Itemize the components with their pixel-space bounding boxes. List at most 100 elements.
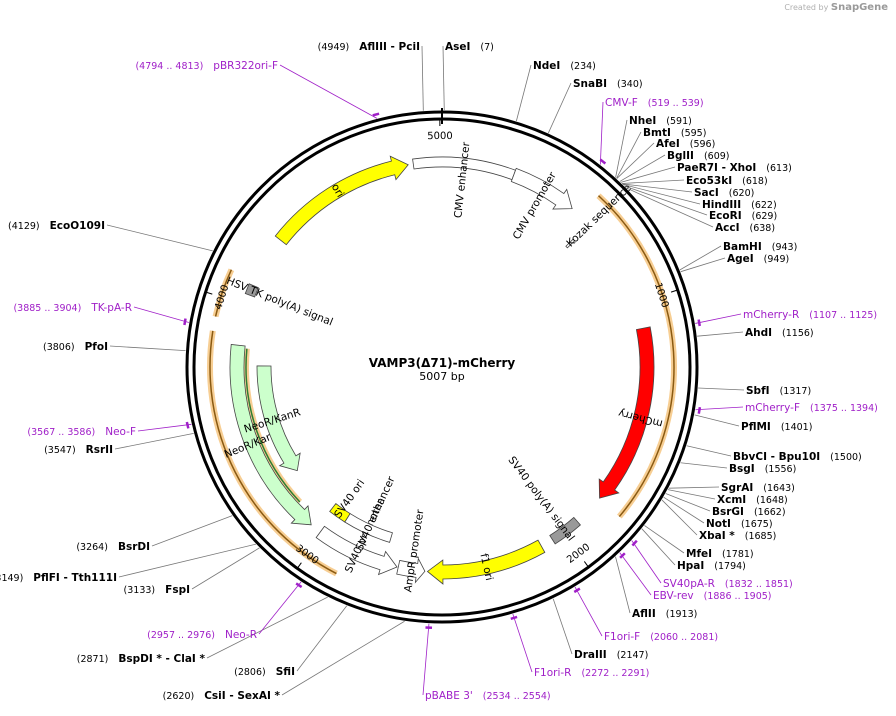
enzyme-label-afliii[interactable]: (4949)AflIII - PciI: [318, 41, 420, 53]
enzyme-label-pflfi[interactable]: (3149)PflFI - Tth111I: [0, 572, 117, 584]
primer-label-pbr322ori-f[interactable]: (4794 .. 4813)pBR322ori-F: [135, 60, 278, 72]
enzyme-label-hindiii[interactable]: HindIII(622): [702, 199, 777, 211]
primer-label-pbabe-3[interactable]: pBABE 3'(2534 .. 2554): [425, 690, 551, 702]
feature-sv40-poly-a-signal[interactable]: SV40 poly(A) signal: [506, 454, 581, 545]
feature-shape[interactable]: [274, 155, 409, 246]
enzyme-label-draiii[interactable]: DraIII(2147): [574, 649, 648, 661]
enzyme-label-saci[interactable]: SacI(620): [694, 187, 754, 199]
feature-shape[interactable]: [256, 365, 301, 472]
orf-band: [596, 193, 677, 519]
enzyme-label-bspdi[interactable]: (2871)BspDI * - ClaI *: [77, 653, 206, 665]
primer-label-neo-f[interactable]: (3567 .. 3586)Neo-F: [27, 426, 136, 438]
enzyme-label-xbai[interactable]: XbaI *(1685): [699, 530, 776, 542]
enzyme-label-sbfi[interactable]: SbfI(1317): [746, 385, 811, 397]
primer-site-mark: [697, 406, 702, 414]
feature-sv40-ori[interactable]: SV40 ori: [329, 477, 368, 523]
enzyme-label-hpai[interactable]: HpaI(1794): [677, 560, 746, 572]
primer-label-sv40pa-r[interactable]: SV40pA-R(1832 .. 1851): [663, 578, 793, 590]
feature-hsv-tk-poly-a-signal[interactable]: HSV TK poly(A) signal: [225, 275, 335, 329]
enzyme-label-bbvci[interactable]: BbvCI - Bpu10I(1500): [733, 451, 862, 463]
enzyme-leader-line: [296, 605, 348, 672]
orf-line: [597, 195, 675, 518]
enzyme-label-bsgi[interactable]: BsgI(1556): [729, 463, 796, 475]
enzyme-label-ecori[interactable]: EcoRI(629): [709, 210, 777, 222]
enzyme-label-ecoo109i[interactable]: (4129)EcoO109I: [8, 220, 105, 232]
enzyme-leader-line: [686, 445, 732, 457]
feature-shape[interactable]: [426, 539, 546, 585]
primer-label-ebv-rev[interactable]: EBV-rev(1886 .. 1905): [653, 590, 772, 602]
primer-label-mcherry-r[interactable]: mCherry-R(1107 .. 1125): [743, 309, 877, 321]
enzyme-position: (638): [749, 223, 775, 234]
enzyme-label-ahdi[interactable]: AhdI(1156): [745, 327, 814, 339]
primer-name: pBR322ori-F: [213, 60, 278, 72]
enzyme-label-nhei[interactable]: NheI(591): [629, 115, 692, 127]
enzyme-label-paer7i[interactable]: PaeR7I - XhoI(613): [677, 162, 792, 174]
enzyme-label-mfei[interactable]: MfeI(1781): [686, 548, 754, 560]
enzyme-leader-line: [622, 184, 701, 205]
feature-cmv-promoter[interactable]: CMV promoter: [510, 167, 573, 242]
enzyme-label-sgrai[interactable]: SgrAI(1643): [721, 482, 795, 494]
feature-shape[interactable]: [510, 167, 573, 210]
enzyme-label-pfoi[interactable]: (3806)PfoI: [43, 341, 108, 353]
enzyme-label-bmti[interactable]: BmtI(595): [643, 127, 706, 139]
primer-label-neo-r[interactable]: (2957 .. 2976)Neo-R: [147, 629, 257, 641]
enzyme-label-csii[interactable]: (2620)CsiI - SexAI *: [163, 690, 281, 702]
enzyme-leader-line: [621, 179, 685, 184]
enzyme-position: (595): [681, 128, 707, 139]
primer-site-mark: [573, 587, 581, 594]
primer-name: pBABE 3': [425, 690, 473, 702]
enzyme-label-afei[interactable]: AfeI(596): [656, 138, 715, 150]
enzyme-label-pflmi[interactable]: PflMI(1401): [741, 421, 812, 433]
brand-name: SnapGene: [830, 2, 888, 13]
enzyme-label-noti[interactable]: NotI(1675): [706, 518, 773, 530]
primer-label-cmv-f[interactable]: CMV-F(519 .. 539): [605, 97, 704, 109]
feature-shape[interactable]: [598, 326, 655, 499]
primer-position: (1832 .. 1851): [725, 579, 793, 590]
enzyme-label-ndei[interactable]: NdeI(234): [533, 60, 596, 72]
feature-label: ori: [329, 182, 346, 200]
feature-cmv-enhancer[interactable]: CMV enhancer: [412, 141, 517, 219]
enzyme-label-asei[interactable]: AseI(7): [445, 41, 494, 53]
feature-ori[interactable]: ori: [274, 155, 409, 246]
enzyme-label-bsrdi[interactable]: (3264)BsrDI: [76, 541, 150, 553]
tick-label: 5000: [427, 131, 453, 142]
enzyme-name-suffix: - ClaI *: [162, 653, 206, 665]
enzyme-label-eco53ki[interactable]: Eco53kI(618): [686, 175, 768, 187]
enzyme-label-bglii[interactable]: BglII(609): [667, 150, 729, 162]
primer-label-f1ori-f[interactable]: F1ori-F(2060 .. 2081): [604, 631, 718, 643]
feature-shape[interactable]: [549, 516, 581, 545]
feature-kozak-sequence[interactable]: Kozak sequence: [564, 182, 633, 249]
enzyme-name: PflFI: [33, 572, 60, 584]
feature-ampr-promoter[interactable]: AmpR promoter: [396, 508, 427, 593]
primer-name: TK-pA-R: [90, 302, 132, 314]
feature-shape[interactable]: [396, 557, 426, 584]
enzyme-label-xcmi[interactable]: XcmI(1648): [717, 494, 788, 506]
feature-shape[interactable]: [244, 283, 259, 298]
enzyme-name: BsrDI: [118, 541, 150, 553]
feature-shape[interactable]: [229, 344, 312, 526]
feature-shape[interactable]: [315, 525, 398, 576]
enzyme-label-fspi[interactable]: (3133)FspI: [124, 584, 190, 596]
primer-label-tk-pa-r[interactable]: (3885 .. 3904)TK-pA-R: [13, 302, 132, 314]
feature-shape[interactable]: [329, 503, 351, 523]
enzyme-label-sfii[interactable]: (2806)SfiI: [234, 666, 295, 678]
primer-label-f1ori-r[interactable]: F1ori-R(2272 .. 2291): [534, 667, 649, 679]
feature-shape[interactable]: [565, 238, 576, 249]
primer-label-mcherry-f[interactable]: mCherry-F(1375 .. 1394): [745, 402, 878, 414]
enzyme-name: Eco53kI: [686, 175, 732, 187]
enzyme-label-acci[interactable]: AccI(638): [715, 222, 775, 234]
enzyme-label-aflii[interactable]: AflII(1913): [632, 608, 697, 620]
enzyme-label-bamhi[interactable]: BamHI(943): [723, 241, 797, 253]
enzyme-leader-line: [547, 82, 572, 134]
enzyme-label-rsrii[interactable]: (3547)RsrII: [44, 444, 113, 456]
enzyme-position: (1662): [754, 507, 786, 518]
enzyme-label-agei[interactable]: AgeI(949): [727, 253, 789, 265]
enzyme-leader-line: [626, 187, 714, 228]
enzyme-label-bsrgi[interactable]: BsrGI(1662): [712, 506, 786, 518]
primer-position: (1107 .. 1125): [809, 310, 877, 321]
enzyme-label-snabi[interactable]: SnaBI(340): [573, 78, 643, 90]
feature-f1-ori[interactable]: f1 ori: [426, 539, 546, 585]
feature-mcherry[interactable]: mCherry: [598, 326, 664, 499]
enzyme-position: (949): [764, 254, 790, 265]
primer-leader-line: [695, 313, 742, 324]
